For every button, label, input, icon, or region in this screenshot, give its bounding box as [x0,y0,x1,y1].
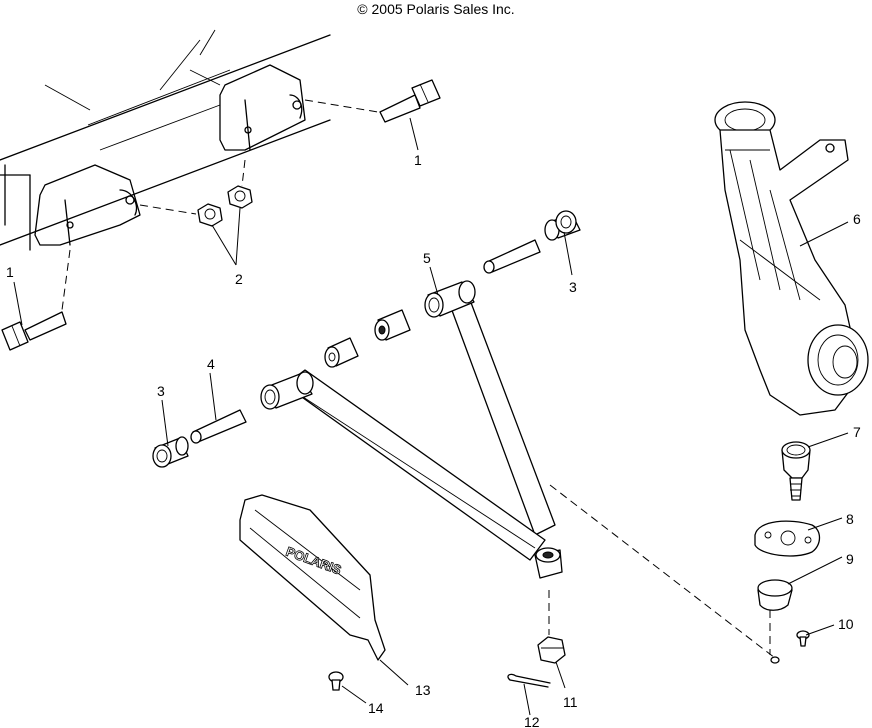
callout-12: 12 [524,714,540,728]
screw-guard [328,671,344,691]
callout-10: 10 [838,616,854,632]
copyright-text: © 2005 Polaris Sales Inc. [357,1,515,17]
callout-2: 2 [235,271,243,287]
ball-joint [781,441,811,501]
cotter-pin [507,673,551,688]
leader-lines [13,117,849,716]
callout-11: 11 [563,694,578,710]
bolt-upper [379,79,441,123]
callout-4: 4 [207,356,215,372]
callout-7: 7 [853,424,861,440]
screw-small [796,630,810,647]
callout-5: 5 [423,250,431,266]
bushing-left [152,436,189,468]
callout-3-left: 3 [157,383,165,399]
a-arm-guard: POLARIS [239,494,386,661]
callout-labels: 1 1 2 3 3 4 5 6 7 8 9 10 11 12 13 14 [6,152,861,728]
callout-13: 13 [415,682,431,698]
a-arm [260,280,563,579]
callout-6: 6 [853,211,861,227]
bushing-right [544,210,581,241]
callout-8: 8 [846,511,854,527]
callout-1-upper: 1 [414,152,422,168]
sleeve-left [190,409,247,444]
callout-14: 14 [368,700,384,716]
callout-1-lower: 1 [6,264,14,280]
bolt-lower [1,311,67,351]
frame-assembly [0,29,331,251]
castle-nut [537,636,566,664]
sleeve-right [483,239,541,274]
callout-3-right: 3 [569,279,577,295]
spindle-knuckle [714,101,869,416]
nut-pair [197,185,253,227]
bushing-pair-middle [324,309,411,368]
dust-cap [757,579,793,611]
screw-lower [770,656,780,664]
callout-9: 9 [846,551,854,567]
retainer-plate [754,520,821,557]
